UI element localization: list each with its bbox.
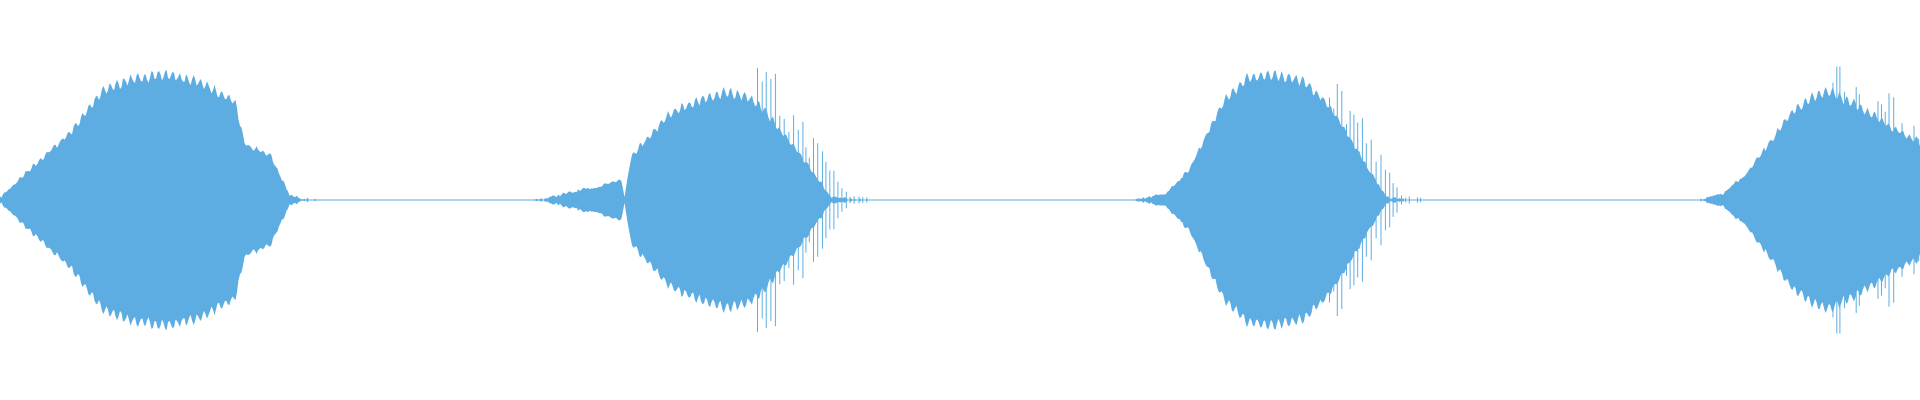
waveform-burst	[1130, 70, 1421, 330]
waveform-burst	[530, 87, 880, 313]
waveform-bursts	[0, 66, 1920, 334]
waveform-burst	[0, 69, 321, 331]
waveform-burst	[1695, 86, 1920, 314]
